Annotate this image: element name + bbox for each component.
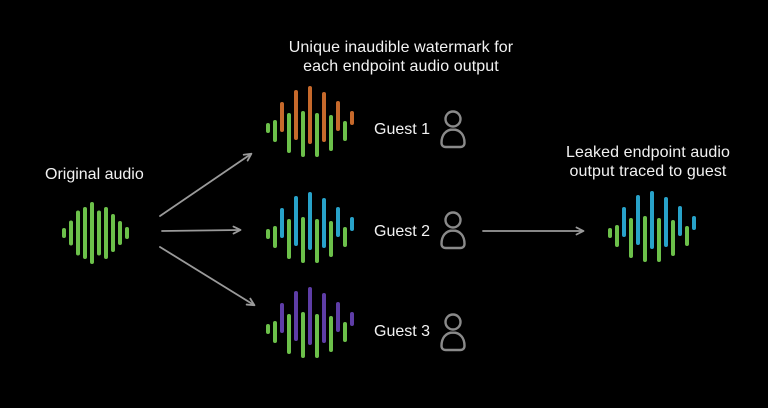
guest3-watermarked-waveform-icon: [266, 286, 354, 371]
arrow-to-guest3: [159, 246, 256, 307]
arrow-to-guest2: [161, 225, 242, 235]
guest1-person-icon: [440, 110, 466, 149]
guest3-label: Guest 3: [374, 323, 431, 340]
original-audio-waveform-icon: [62, 193, 129, 278]
traced-watermarked-waveform-icon: [608, 190, 696, 275]
watermark-note-caption: Unique inaudible watermark for each endp…: [256, 38, 546, 76]
traced-output-caption: Leaked endpoint audio output traced to g…: [552, 143, 744, 181]
traced-output-line1: Leaked endpoint audio: [565, 144, 731, 161]
watermark-note-line1: Unique inaudible watermark for: [288, 39, 514, 56]
guest2-person-icon: [440, 211, 466, 250]
watermark-note-line2: each endpoint audio output: [303, 58, 499, 75]
guest1-label: Guest 1: [374, 121, 431, 138]
guest2-label: Guest 2: [374, 223, 431, 240]
arrow-to-guest1: [159, 152, 253, 217]
guest2-watermarked-waveform-icon: [266, 191, 354, 276]
guest1-watermarked-waveform-icon: [266, 85, 354, 170]
traced-output-line2: output traced to guest: [569, 163, 727, 180]
original-audio-label: Original audio: [45, 166, 144, 183]
guest3-person-icon: [440, 313, 466, 352]
